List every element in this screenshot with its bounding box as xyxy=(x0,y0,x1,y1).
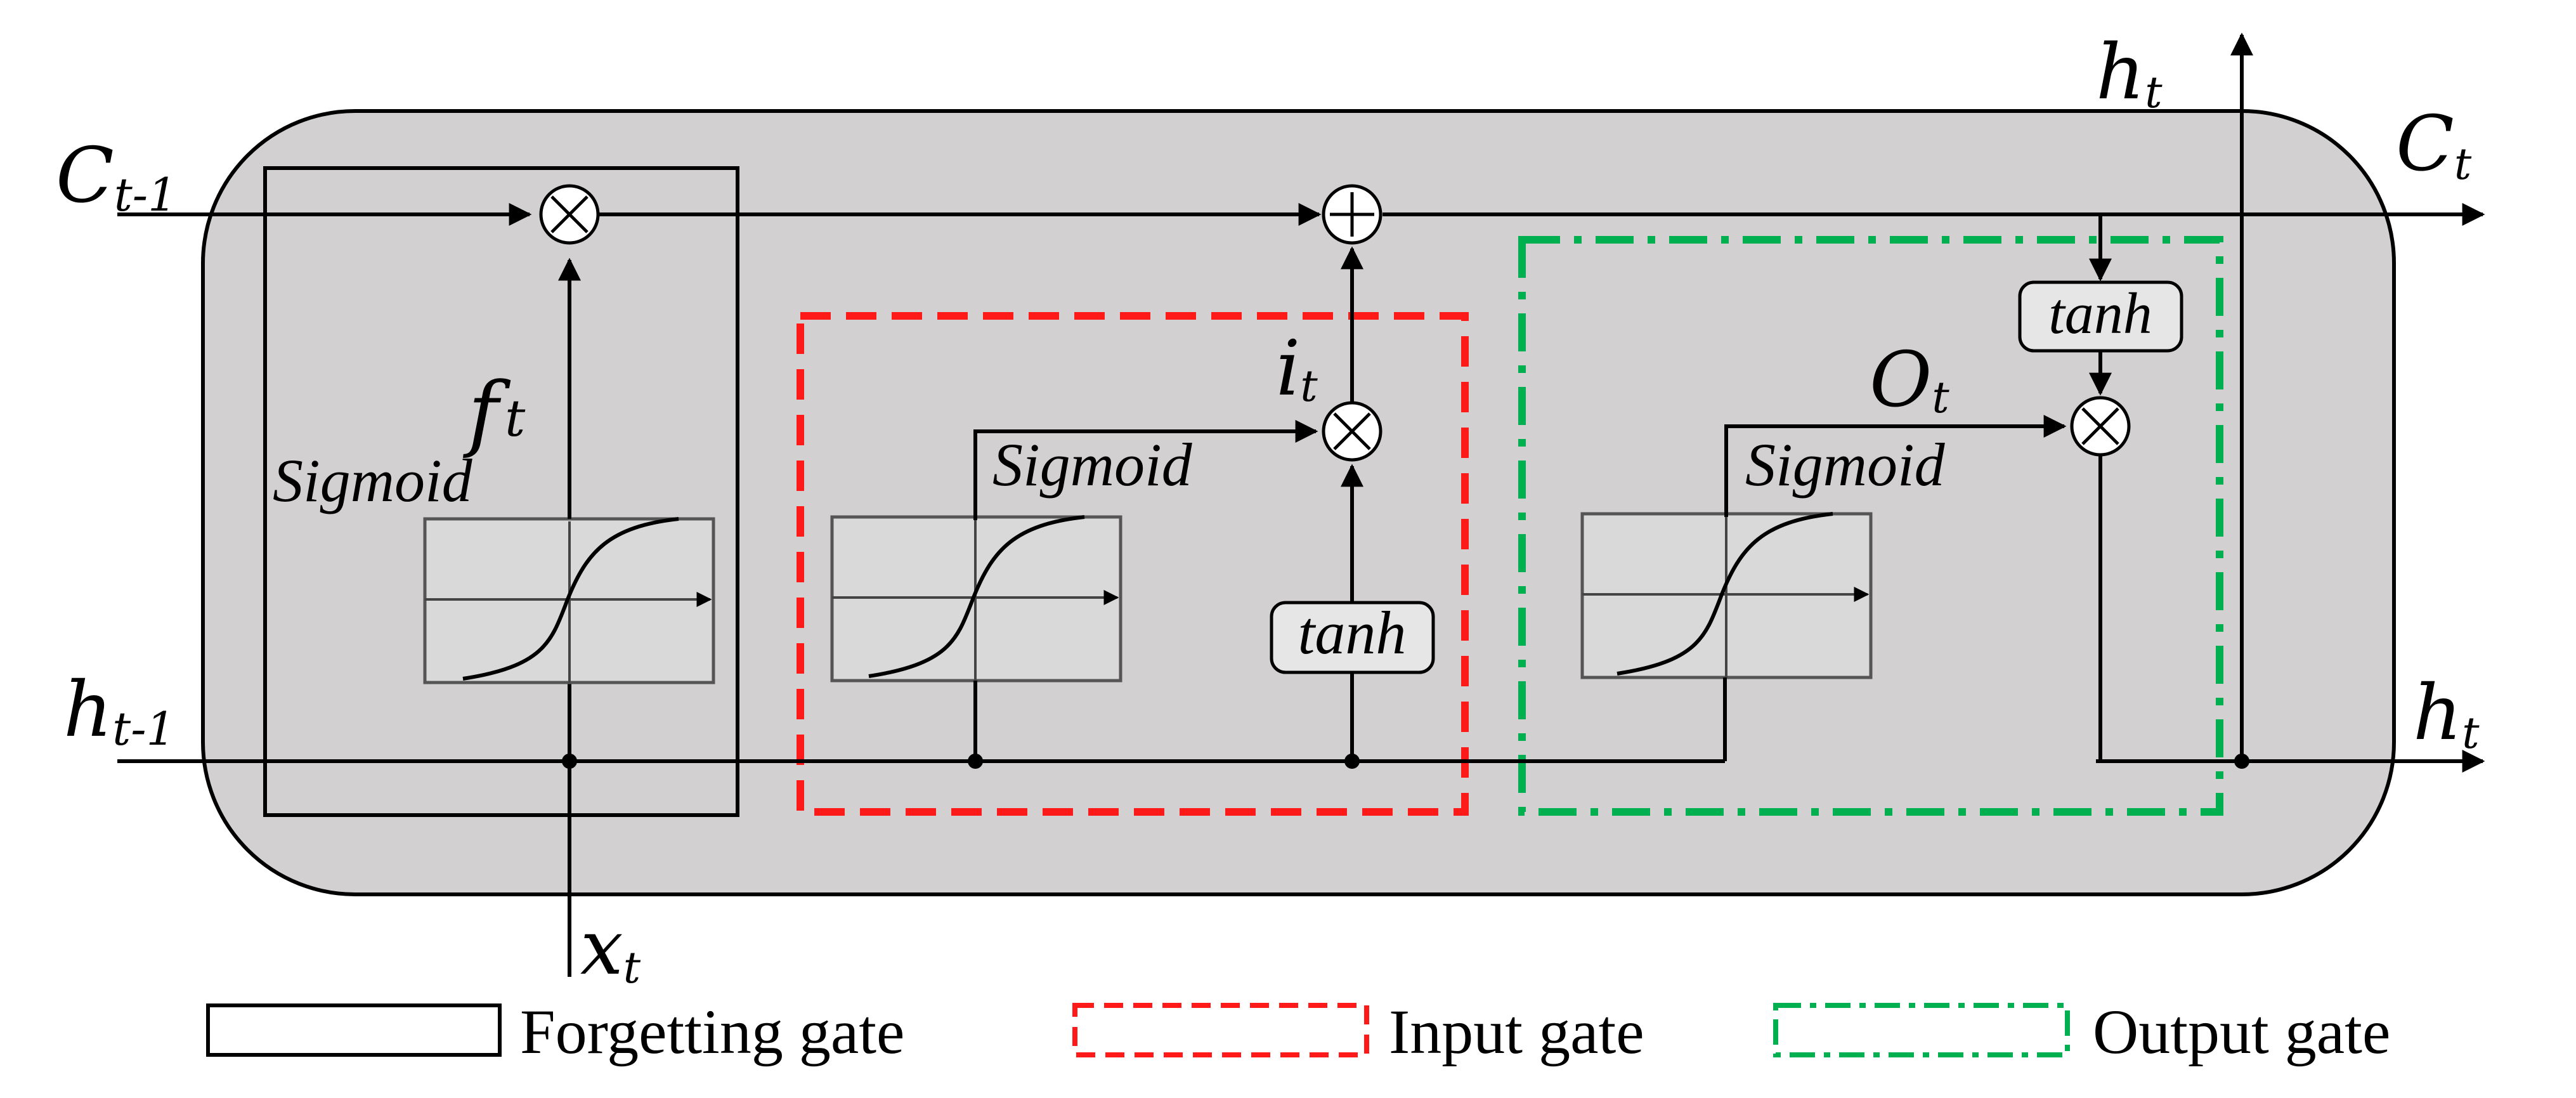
multiply-icon xyxy=(2081,407,2119,445)
label-h-t-right: ht xyxy=(2413,669,2480,759)
multiply-icon xyxy=(1333,412,1371,450)
output-multiply-out-wire xyxy=(2098,455,2242,763)
label-o-t: Ot xyxy=(1870,336,1949,424)
label-tanh-output: tanh xyxy=(2048,281,2152,346)
label-sigmoid-forget: Sigmoid xyxy=(273,447,473,514)
output-sigmoid-out-wire xyxy=(1724,415,2067,517)
input-sigmoid-curve xyxy=(868,515,1085,678)
label-h-prev: ht-1 xyxy=(63,666,175,755)
legend-forgetting-gate-label: Forgetting gate xyxy=(520,997,904,1067)
lstm-cell-body xyxy=(201,109,2396,896)
label-sigmoid-input: Sigmoid xyxy=(992,431,1193,499)
legend-input-gate-label: Input gate xyxy=(1389,997,1644,1067)
label-sigmoid-output: Sigmoid xyxy=(1745,431,1946,499)
legend-output-gate-label: Output gate xyxy=(2093,997,2390,1067)
output-sigmoid-curve xyxy=(1617,512,1833,676)
input-sigmoid-out-wire xyxy=(973,420,1318,520)
label-h-t-top: ht xyxy=(2096,29,2163,118)
label-x-t: xt xyxy=(580,904,641,993)
plus-icon xyxy=(1330,192,1374,237)
label-i-t: it xyxy=(1276,325,1318,413)
legend-forgetting-gate-swatch xyxy=(206,1003,502,1057)
label-tanh-input: tanh xyxy=(1298,599,1407,667)
output-gate-box xyxy=(1518,236,2223,816)
forgetting-gate-box xyxy=(263,166,739,817)
label-c-t: Ct xyxy=(2396,100,2472,190)
legend-input-gate-swatch xyxy=(1072,1003,1369,1057)
input-gate-box xyxy=(797,312,1469,816)
label-c-prev: Ct-1 xyxy=(56,132,177,221)
forget-sigmoid-curve xyxy=(462,517,679,681)
multiply-icon xyxy=(550,195,589,233)
legend-output-gate-swatch xyxy=(1773,1003,2070,1057)
